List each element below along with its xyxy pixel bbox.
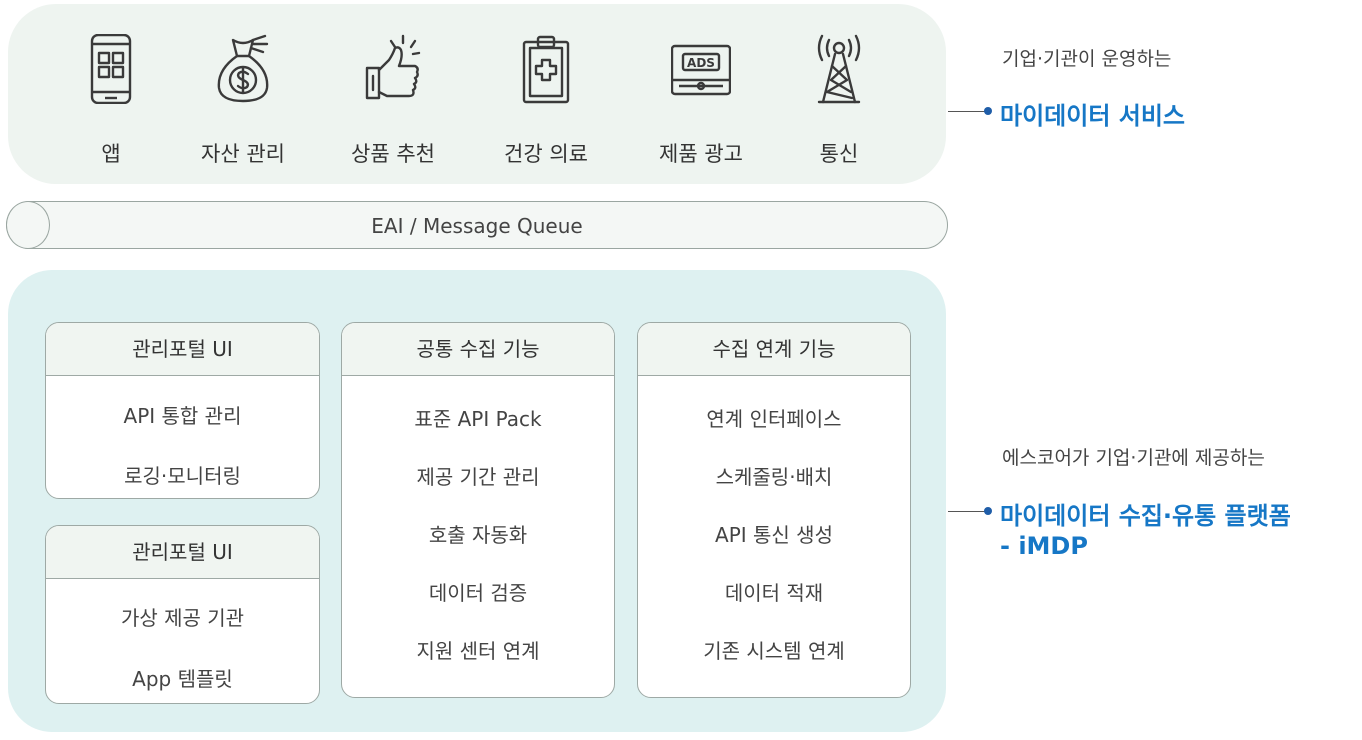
module-item: 스케줄링·배치 bbox=[715, 465, 833, 489]
smartphone-icon bbox=[90, 34, 132, 104]
platform-connector-line bbox=[948, 511, 986, 512]
module-item: 가상 제공 기관 bbox=[120, 606, 245, 630]
service-annotation-subtitle: 기업·기관이 운영하는 bbox=[1002, 48, 1172, 70]
module-item: 연계 인터페이스 bbox=[706, 407, 842, 431]
ads-badge: ADS bbox=[687, 56, 715, 70]
module-item: App 템플릿 bbox=[132, 667, 233, 691]
queue-label: EAI / Message Queue bbox=[371, 214, 583, 238]
platform-annotation-subtitle: 에스코어가 기업·기관에 제공하는 bbox=[1002, 447, 1265, 469]
module-item: 지원 센터 연계 bbox=[416, 639, 540, 663]
module-item: 기존 시스템 연계 bbox=[703, 639, 845, 663]
signal-tower-icon bbox=[817, 34, 861, 104]
message-queue-bar: EAI / Message Queue bbox=[6, 201, 948, 249]
platform-annotation-title: 마이데이터 수집·유통 플랫폼 bbox=[1000, 502, 1291, 530]
service-label: 앱 bbox=[101, 142, 121, 166]
module-admin-portal: 관리포털 UI API 통합 관리 로깅·모니터링 bbox=[45, 322, 320, 499]
module-item: API 통합 관리 bbox=[123, 404, 242, 428]
service-label: 자산 관리 bbox=[201, 142, 285, 166]
service-label: 건강 의료 bbox=[504, 142, 588, 166]
module-item: 제공 기간 관리 bbox=[416, 465, 540, 489]
money-bag-icon bbox=[217, 34, 269, 103]
module-title: 수집 연계 기능 bbox=[638, 323, 910, 376]
service-connector-line bbox=[948, 111, 986, 112]
module-item: 데이터 검증 bbox=[428, 581, 528, 605]
module-collection-integration: 수집 연계 기능 연계 인터페이스 스케줄링·배치 API 통신 생성 데이터 … bbox=[637, 322, 911, 698]
platform-annotation-title-line2: - iMDP bbox=[1000, 532, 1088, 560]
module-title: 공통 수집 기능 bbox=[342, 323, 614, 376]
module-item: 데이터 적재 bbox=[724, 581, 824, 605]
module-item: 표준 API Pack bbox=[414, 407, 542, 431]
module-item: API 통신 생성 bbox=[715, 523, 833, 547]
module-title: 관리포털 UI bbox=[46, 526, 319, 579]
medical-clipboard-icon bbox=[522, 35, 570, 104]
thumbs-up-icon bbox=[365, 34, 421, 100]
service-label: 제품 광고 bbox=[659, 142, 743, 166]
ads-screen-icon: ADS bbox=[671, 44, 731, 96]
module-common-collection: 공통 수집 기능 표준 API Pack 제공 기간 관리 호출 자동화 데이터… bbox=[341, 322, 615, 698]
module-item: 로깅·모니터링 bbox=[124, 464, 241, 488]
service-annotation-title: 마이데이터 서비스 bbox=[1000, 102, 1185, 130]
service-label: 통신 bbox=[819, 142, 859, 166]
platform-connector-dot bbox=[984, 507, 992, 515]
module-item: 호출 자동화 bbox=[428, 523, 528, 547]
module-admin-portal-2: 관리포털 UI 가상 제공 기관 App 템플릿 bbox=[45, 525, 320, 704]
service-panel: 앱 자산 관리 상품 추천 bbox=[8, 4, 946, 184]
queue-cylinder-cap bbox=[6, 201, 50, 249]
service-connector-dot bbox=[984, 107, 992, 115]
module-title: 관리포털 UI bbox=[46, 323, 319, 376]
service-label: 상품 추천 bbox=[351, 142, 435, 166]
